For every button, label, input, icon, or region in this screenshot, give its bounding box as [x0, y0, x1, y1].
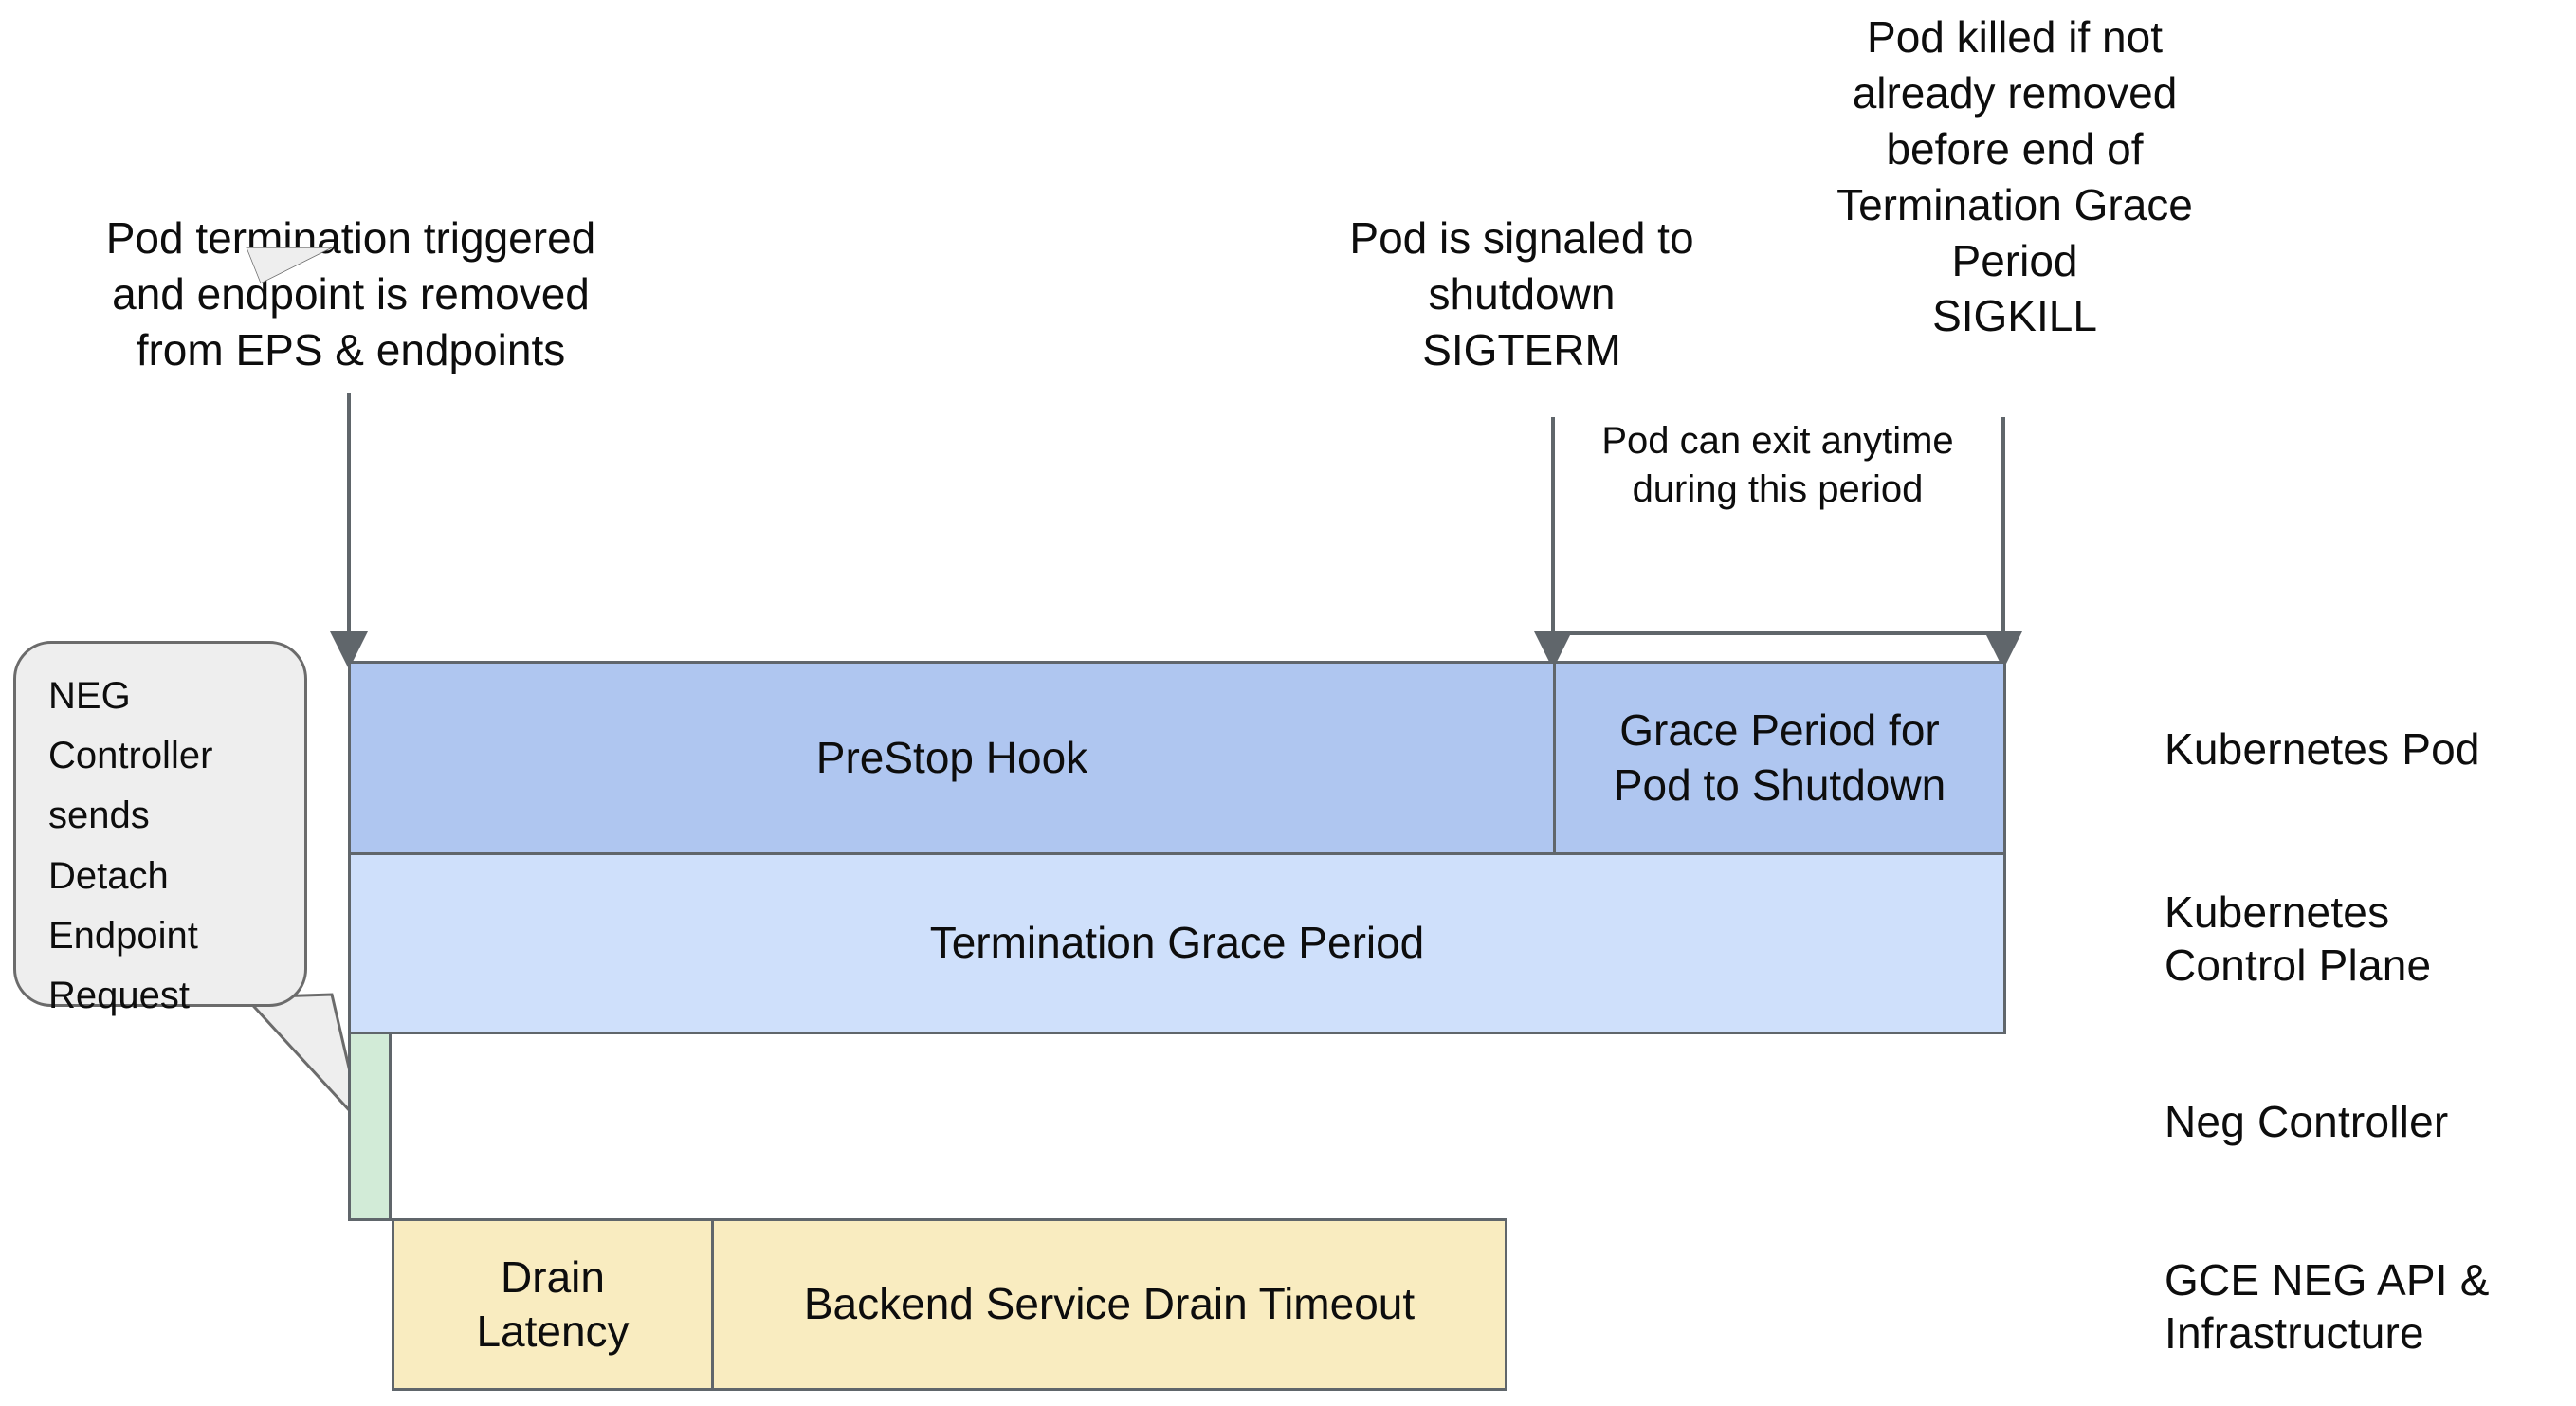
bar-neg-controller-activity [348, 1032, 392, 1221]
bar-termination-grace-period: Termination Grace Period [348, 852, 2006, 1034]
legend-kubernetes-control-plane: Kubernetes Control Plane [2165, 887, 2432, 991]
callout-tail-shape [242, 993, 365, 1130]
legend-kubernetes-pod: Kubernetes Pod [2165, 724, 2480, 774]
callout-neg-controller-detach: NEG Controller sends Detach Endpoint Req… [13, 641, 307, 1016]
annotation-pod-killed-sigkill: Pod killed if not already removed before… [1836, 12, 2193, 341]
annotation-pod-can-exit-anytime: Pod can exit anytime during this period [1601, 420, 1954, 511]
bar-grace-period-pod-shutdown: Grace Period for Pod to Shutdown [1553, 661, 2006, 855]
annotation-pod-signaled-shutdown: Pod is signaled to shutdown SIGTERM [1349, 213, 1694, 374]
annotation-pod-termination-triggered: Pod termination triggered and endpoint i… [105, 213, 596, 374]
bar-backend-service-drain-timeout: Backend Service Drain Timeout [711, 1218, 1507, 1391]
legend-neg-controller: Neg Controller [2165, 1097, 2449, 1146]
bar-prestop-hook: PreStop Hook [348, 661, 1556, 855]
legend-gce-neg-api: GCE NEG API & Infrastructure [2165, 1255, 2490, 1359]
bar-drain-latency: Drain Latency [392, 1218, 714, 1391]
